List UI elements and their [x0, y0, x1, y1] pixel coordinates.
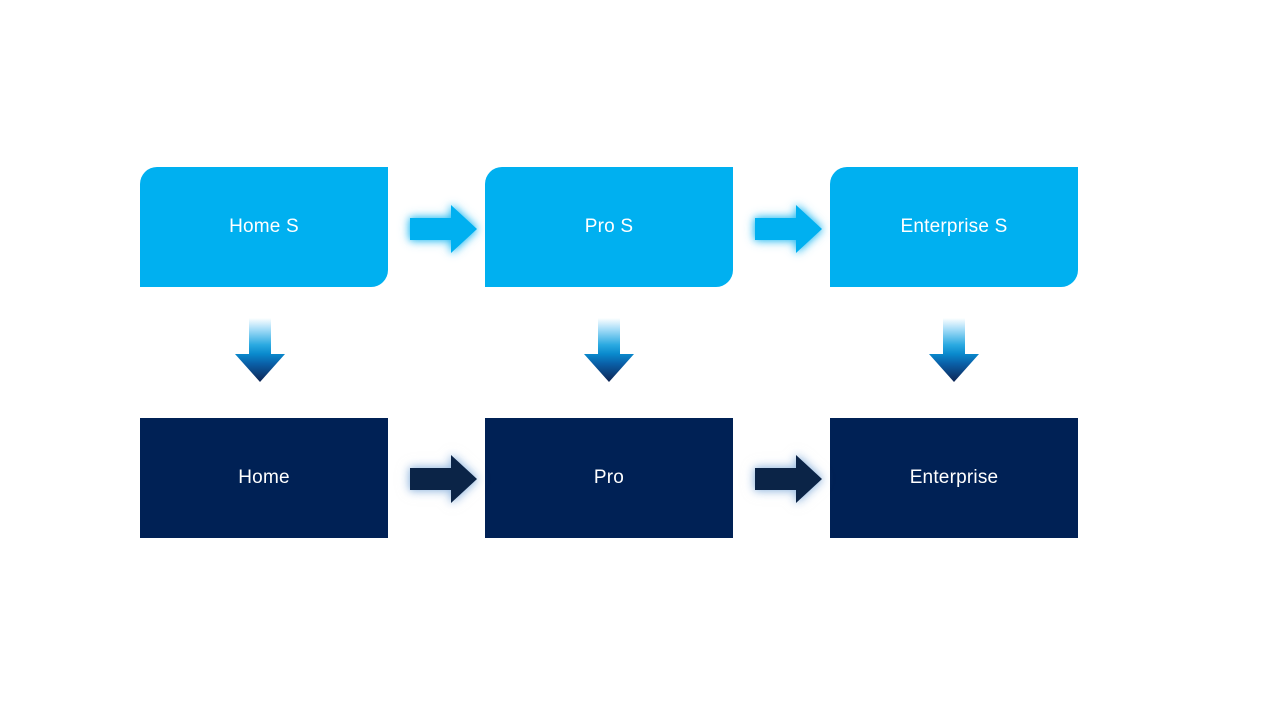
down-arrow-icon: [235, 318, 285, 382]
box-pro-s-label: Pro S: [584, 216, 634, 237]
box-home-s: Home S: [140, 167, 388, 287]
box-home-s-label: Home S: [229, 216, 299, 237]
down-arrow-icon: [929, 318, 979, 382]
box-enterprise: Enterprise: [830, 418, 1078, 538]
right-arrow-icon: [755, 455, 822, 503]
right-arrow-icon: [410, 205, 477, 253]
box-home: Home: [140, 418, 388, 538]
down-arrow-icon: [584, 318, 634, 382]
box-pro-label: Pro: [593, 467, 625, 488]
right-arrow-icon: [755, 205, 822, 253]
box-enterprise-label: Enterprise: [909, 467, 999, 488]
box-enterprise-s-label: Enterprise S: [900, 216, 1008, 237]
box-home-label: Home: [238, 467, 290, 488]
box-pro: Pro: [485, 418, 733, 538]
box-pro-s: Pro S: [485, 167, 733, 287]
box-enterprise-s: Enterprise S: [830, 167, 1078, 287]
right-arrow-icon: [410, 455, 477, 503]
